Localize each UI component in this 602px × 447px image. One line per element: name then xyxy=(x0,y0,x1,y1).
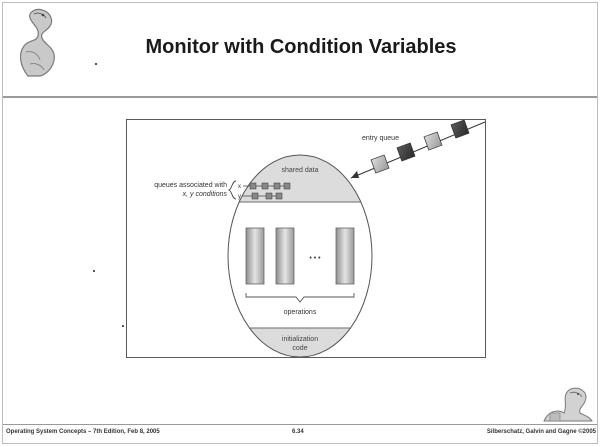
header-rule xyxy=(3,96,597,98)
shared-data-region xyxy=(228,155,372,202)
queues-label-line1: queues associated with xyxy=(154,182,227,189)
footer-page-number: 6.34 xyxy=(292,429,304,435)
operation-bar xyxy=(275,227,295,285)
operations-brace xyxy=(245,293,355,303)
operations-ellipsis: • • • xyxy=(309,255,321,262)
footer-right-text: Silberschatz, Galvin and Gagne ©2005 xyxy=(486,429,596,435)
entry-queue xyxy=(350,119,486,179)
slide-border xyxy=(2,2,598,444)
operation-bar xyxy=(335,227,355,285)
initialization-label-line2: code xyxy=(292,345,307,352)
footer-left-text: Operating System Concepts – 7th Edition,… xyxy=(6,429,160,435)
footer-rule xyxy=(3,424,597,425)
dinosaur-logo-icon xyxy=(19,8,55,77)
queue-y-label: y xyxy=(238,194,241,200)
stray-dot xyxy=(95,63,97,65)
operation-bar xyxy=(245,227,265,285)
queue-x xyxy=(243,182,291,190)
queues-label-line2: x, y conditions xyxy=(182,191,228,198)
stray-dot xyxy=(93,270,95,272)
stray-dot xyxy=(122,325,124,327)
dinosaur-footer-logo-icon xyxy=(543,387,593,422)
queues-brace xyxy=(227,180,237,200)
shared-data-label: shared data xyxy=(282,167,319,174)
initialization-region xyxy=(228,328,372,357)
initialization-label-line1: initialization xyxy=(282,336,318,343)
queue-y xyxy=(243,192,283,200)
slide-title: Monitor with Condition Variables xyxy=(145,36,457,58)
entry-queue-label: entry queue xyxy=(362,135,399,142)
operations-label: operations xyxy=(284,309,317,316)
header-band xyxy=(3,3,597,97)
monitor-ellipse xyxy=(227,154,373,358)
queue-x-label: x xyxy=(238,184,241,190)
